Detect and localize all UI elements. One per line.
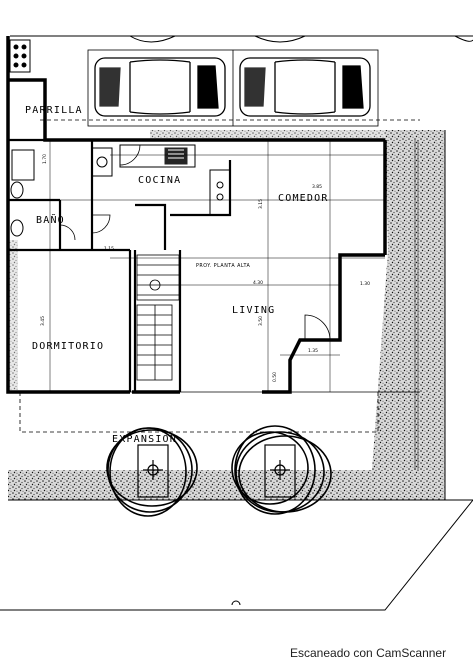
- dim-label-1-30: 1.30: [360, 281, 370, 287]
- parrilla-grill: [9, 39, 31, 73]
- parking-car-left: [94, 57, 226, 117]
- room-label-cocina: COCINA: [138, 175, 181, 186]
- room-label-expansion: EXPANSION: [112, 434, 177, 445]
- expansion-area: [137, 444, 296, 498]
- dim-label-3-45: 3.45: [40, 316, 46, 326]
- dim-label-1-70: 1.70: [42, 154, 48, 164]
- dim-label-0-50: 0.50: [272, 372, 278, 382]
- bathroom-fixtures: [10, 147, 113, 237]
- tree-left: [106, 427, 198, 517]
- upper-floor-projection: [19, 119, 420, 433]
- room-label-parrilla: PARRILLA: [25, 105, 83, 116]
- staircase-lower: [136, 304, 173, 381]
- parking-boundary: [87, 49, 379, 127]
- dim-label-3-15: 3.15: [258, 199, 264, 209]
- room-label-bano: BAÑO: [36, 213, 65, 226]
- dim-label-4-30: 4.30: [253, 280, 263, 286]
- dimension-lines: [15, 140, 420, 470]
- dim-label-3-50: 3.50: [258, 316, 264, 326]
- kitchen-counter: [119, 144, 231, 216]
- tree-right: [231, 425, 332, 515]
- dim-label-3-85: 3.85: [312, 184, 322, 190]
- parking-car-right: [239, 57, 371, 117]
- staircase-upper: [136, 254, 180, 301]
- room-label-comedor: COMEDOR: [278, 193, 329, 204]
- room-label-living: LIVING: [232, 305, 275, 316]
- dim-label-1-35: 1.35: [308, 348, 318, 354]
- top-site-boundary: [10, 35, 473, 43]
- scanner-watermark: Escaneado con CamScanner: [290, 646, 446, 660]
- room-label-dormitorio: DORMITORIO: [32, 341, 104, 352]
- annotation-proy-planta-alta: PROY. PLANTA ALTA: [196, 263, 251, 269]
- door-swings: [59, 144, 331, 341]
- site-lot-lines: [0, 130, 473, 611]
- dim-label-1-15: 1.15: [104, 246, 114, 252]
- garden-gravel-areas: [8, 130, 445, 500]
